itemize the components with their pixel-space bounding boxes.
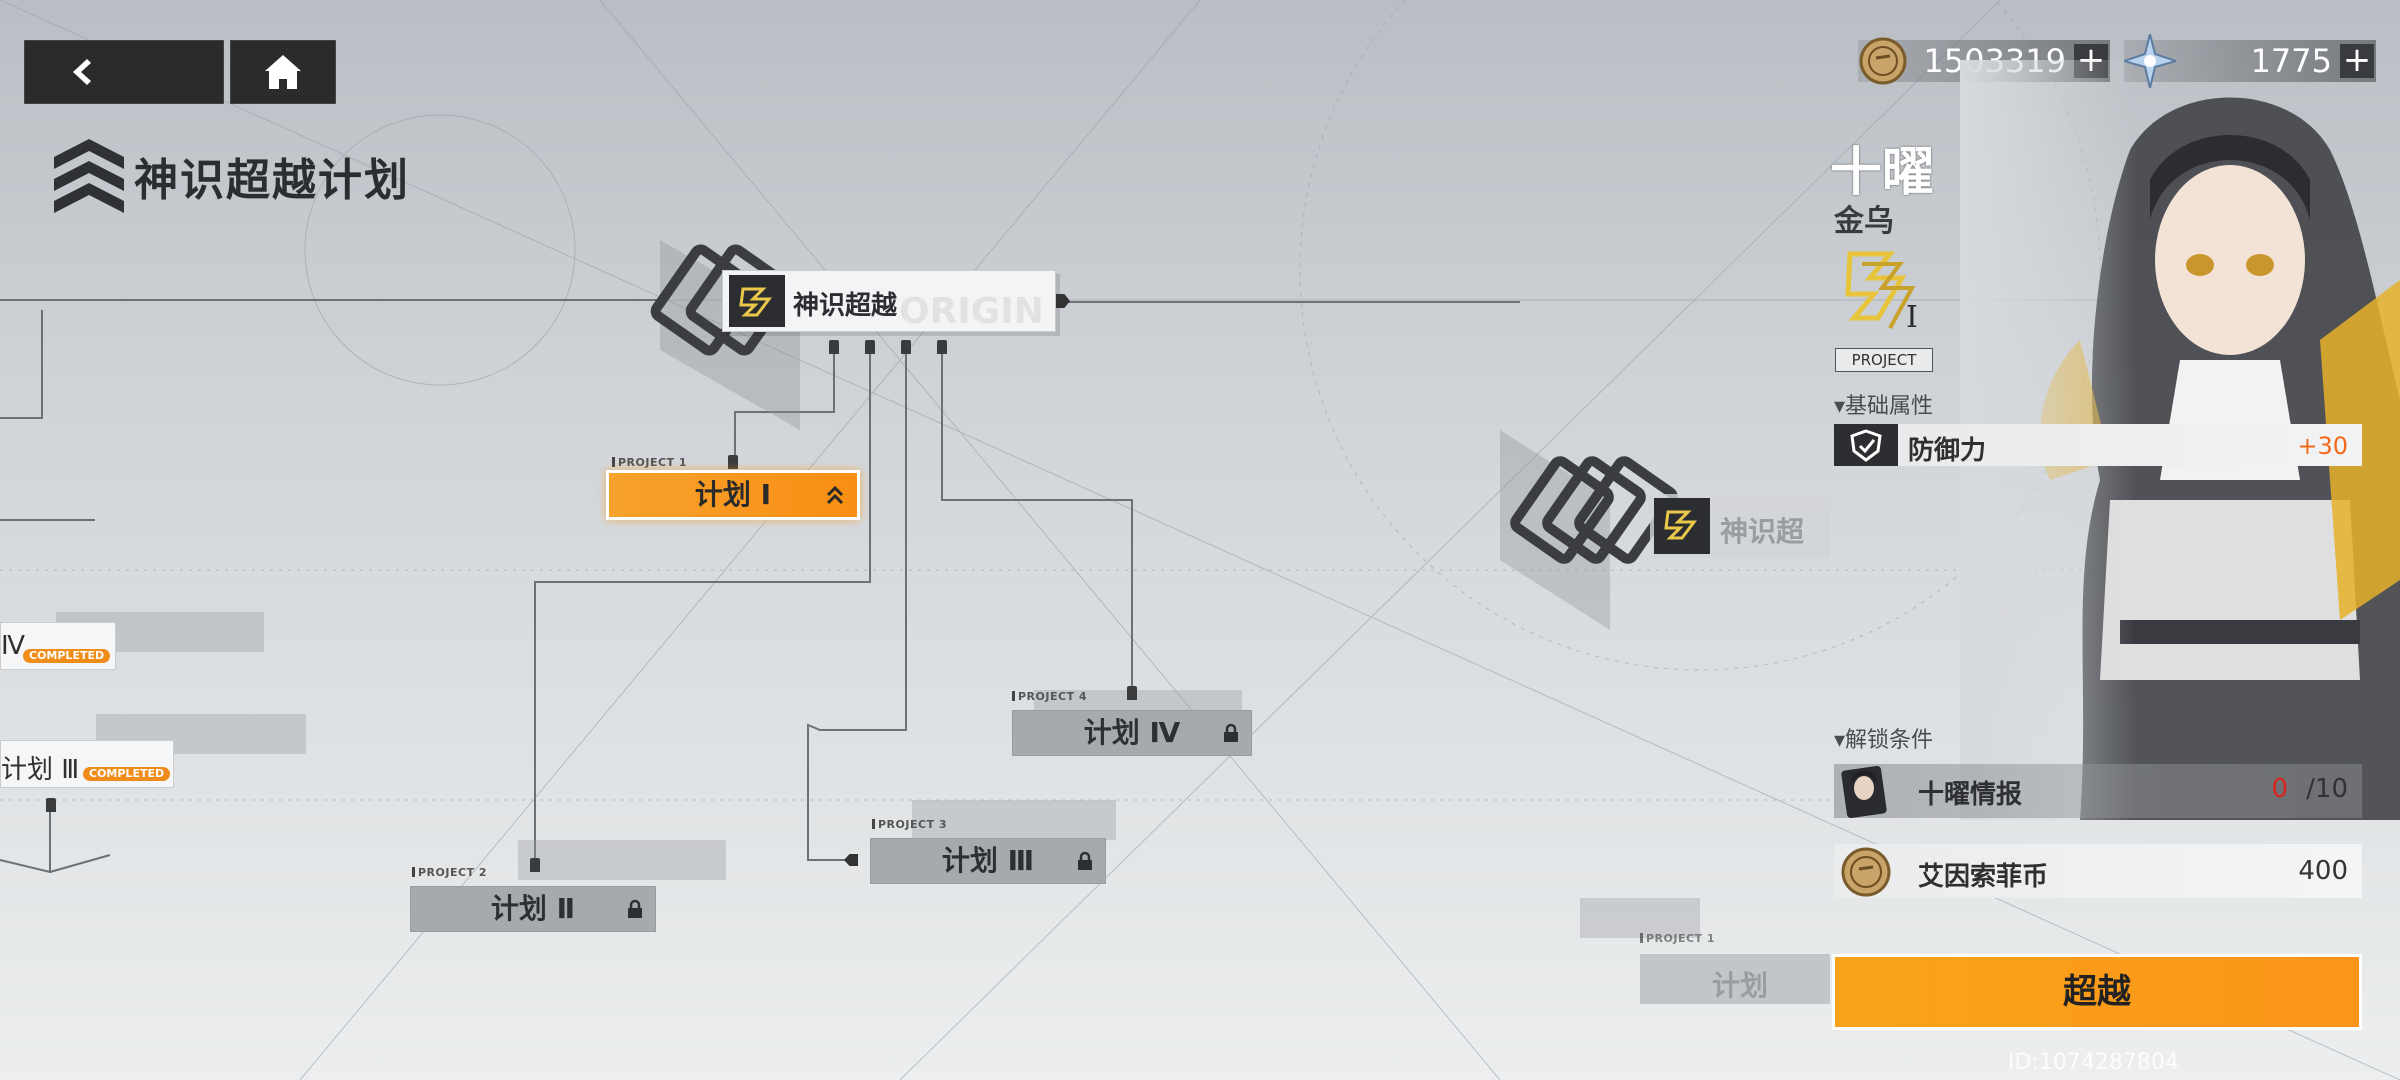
- faded-root-badge: [1654, 498, 1710, 554]
- project-4-label: PROJECT 4: [1012, 690, 1087, 703]
- chevron-stack-icon: [54, 139, 124, 213]
- unlock-intel-current: 0: [2271, 774, 2288, 804]
- project-1-name: 计划 Ⅰ: [694, 478, 772, 511]
- lock-icon: [628, 899, 642, 918]
- lock-icon: [1078, 851, 1092, 870]
- project-3-node[interactable]: 计划 Ⅲ: [870, 838, 1106, 884]
- left-node-3[interactable]: 计划 Ⅲ COMPLETED: [0, 740, 174, 788]
- coin-icon: [1859, 37, 1907, 85]
- pin-icon: [530, 858, 540, 872]
- pin-icon: [1127, 686, 1137, 700]
- root-out-connector: [1056, 294, 1070, 308]
- stage-roman: I: [1906, 300, 1918, 335]
- lock-icon: [1224, 723, 1238, 742]
- attribute-icon-box: [1834, 424, 1898, 466]
- home-icon: [265, 55, 301, 89]
- project-3-label: PROJECT 3: [872, 818, 947, 831]
- in-connector: [844, 854, 858, 866]
- double-chevron-up-icon: [826, 485, 844, 505]
- root-node-label: 神识超越: [793, 291, 898, 321]
- stage-emblem-icon: [1845, 251, 1916, 329]
- project-1-label: PROJECT 1: [612, 456, 687, 469]
- unlock-section-title: ▾解锁条件: [1834, 728, 1934, 753]
- faded-project-node: 计划: [1640, 954, 1830, 1004]
- left-node-4[interactable]: Ⅳ COMPLETED: [0, 622, 116, 670]
- pin-icon: [728, 455, 738, 469]
- attribute-value: +30: [2297, 432, 2348, 460]
- attributes-section-title: ▾基础属性: [1834, 394, 1934, 419]
- pin-icon: [829, 340, 839, 354]
- root-node-badge: [729, 275, 785, 327]
- character-name: 十曜: [1830, 143, 1935, 203]
- faded-project-label: PROJECT 1: [1640, 932, 1715, 945]
- node-shadow: [518, 840, 726, 880]
- back-arrow-icon: [73, 59, 91, 85]
- project-4-node[interactable]: 计划 Ⅳ: [1012, 710, 1252, 756]
- user-id: ID:1074287804: [2008, 1050, 2179, 1075]
- transcend-button[interactable]: 超越: [1832, 954, 2362, 1030]
- pin-icon: [46, 798, 56, 812]
- home-button[interactable]: [230, 40, 336, 104]
- pin-icon: [865, 340, 875, 354]
- project-2-label: PROJECT 2: [412, 866, 487, 879]
- project-2-node[interactable]: 计划 Ⅱ: [410, 886, 656, 932]
- attribute-label: 防御力: [1908, 436, 1987, 466]
- unlock-coin-label: 艾因索菲币: [1918, 862, 2049, 892]
- shield-icon: [1850, 429, 1882, 462]
- character-subtitle: 金乌: [1834, 204, 1894, 239]
- completed-badge: COMPLETED: [83, 767, 171, 781]
- unlock-intel-label: 十曜情报: [1918, 780, 2023, 810]
- faded-project-name: 计划: [1712, 969, 1769, 1002]
- back-button[interactable]: [24, 40, 224, 104]
- faded-root-node: 神识超: [1650, 494, 1830, 558]
- project-3-name: 计划 Ⅲ: [941, 844, 1035, 877]
- character-portrait-icon: [1841, 766, 1887, 818]
- root-node[interactable]: 神识超越 ORIGIN: [722, 270, 1056, 332]
- completed-badge: COMPLETED: [23, 649, 111, 663]
- page-title: 神识超越计划: [54, 136, 410, 216]
- pin-icon: [937, 340, 947, 354]
- faded-root-label: 神识超: [1720, 515, 1805, 548]
- coin-icon: [1841, 847, 1891, 897]
- unlock-row-intel: 十曜情报 0 /10: [1834, 764, 2362, 818]
- unlock-row-coin: 艾因索菲币 400: [1834, 844, 2362, 898]
- gold-s-emblem-icon: [1664, 510, 1697, 540]
- pin-icon: [901, 340, 911, 354]
- project-2-name: 计划 Ⅱ: [490, 892, 576, 925]
- gold-s-emblem-icon: [739, 287, 772, 317]
- project-1-node[interactable]: 计划 Ⅰ: [606, 470, 860, 520]
- left-node-4-name: Ⅳ: [1, 631, 25, 661]
- left-node-3-name: 计划 Ⅲ: [1, 755, 80, 785]
- unlock-coin-amount: 400: [2298, 856, 2348, 886]
- project-4-name: 计划 Ⅳ: [1083, 716, 1181, 749]
- page-title-text: 神识超越计划: [134, 155, 410, 206]
- unlock-intel-total: /10: [2306, 774, 2348, 804]
- attribute-row-defense: 防御力 +30: [1834, 424, 2362, 466]
- stage-tag: PROJECT: [1835, 348, 1933, 372]
- root-watermark: ORIGIN: [899, 291, 1044, 332]
